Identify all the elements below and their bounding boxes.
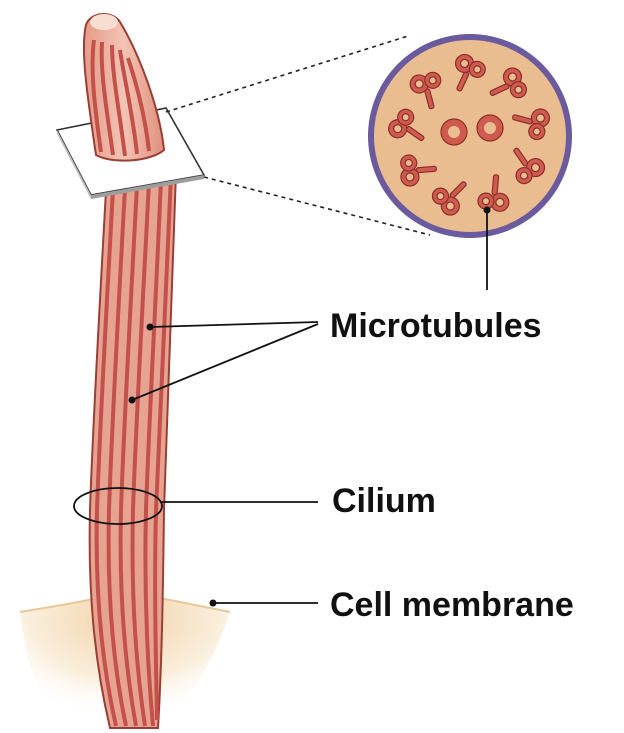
microtubules-label: Microtubules <box>330 309 542 343</box>
cilium-label: Cilium <box>332 484 436 518</box>
leader-lines <box>132 210 487 603</box>
cilium-tip <box>84 14 164 161</box>
leader-dots <box>129 207 491 607</box>
cell-membrane-label: Cell membrane <box>330 588 574 622</box>
axoneme-cross-section <box>368 34 572 238</box>
